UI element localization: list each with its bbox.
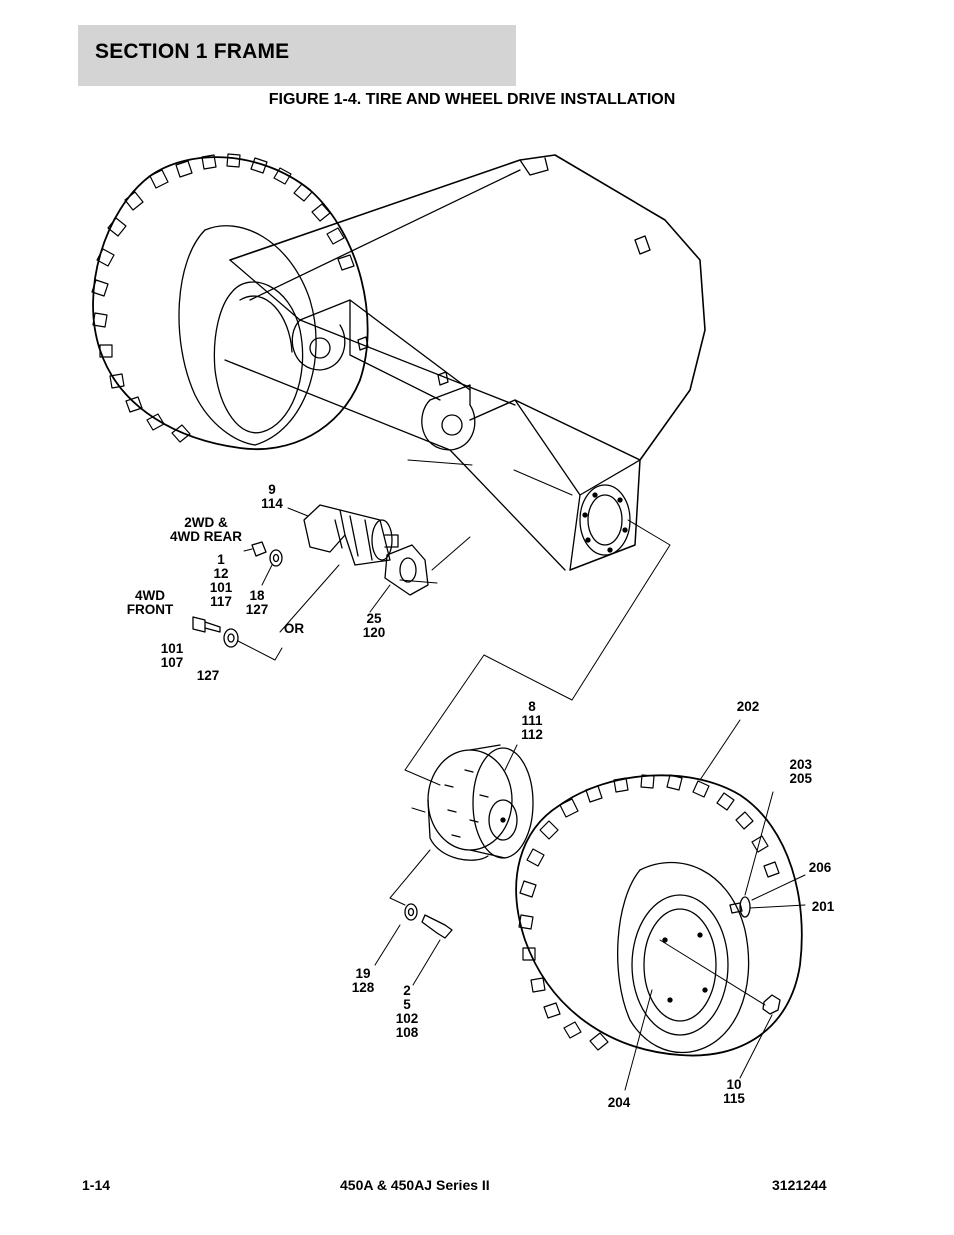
callout-2-5-102-108: 2 5 102 108 bbox=[395, 983, 419, 1040]
callout-9-114: 9 114 bbox=[261, 482, 283, 511]
figure-title-text: FIGURE 1-4. TIRE AND WHEEL DRIVE INSTALL… bbox=[268, 91, 676, 108]
lower-hardware bbox=[404, 903, 781, 1015]
callout-10-115: 10 115 bbox=[723, 1077, 745, 1106]
rear-tire bbox=[91, 153, 369, 450]
callout-19-128: 19 128 bbox=[351, 966, 375, 995]
figure-title: FIGURE 1-4. TIRE AND WHEEL DRIVE INSTALL… bbox=[0, 91, 954, 109]
drive-motor bbox=[303, 504, 429, 596]
callout-2wd-4wd-rear: 2WD & 4WD REAR bbox=[169, 515, 242, 544]
leader-lines bbox=[237, 459, 806, 1091]
callout-203-205: 203 205 bbox=[789, 757, 812, 786]
section-header-bar bbox=[78, 25, 516, 86]
page-number: 1-14 bbox=[82, 1177, 111, 1193]
callout-206: 206 bbox=[808, 860, 832, 875]
callout-8-111-112: 8 111 112 bbox=[521, 699, 543, 742]
callout-201: 201 bbox=[811, 899, 835, 914]
front-tire bbox=[515, 774, 803, 1057]
callout-1-12-101-117: 1 12 101 117 bbox=[209, 552, 233, 609]
callout-or: OR bbox=[283, 621, 305, 636]
upper-hardware bbox=[192, 541, 283, 648]
callout-101-107: 101 107 bbox=[160, 641, 184, 670]
callout-18-127: 18 127 bbox=[245, 588, 269, 617]
callout-4wd-front: 4WD FRONT bbox=[126, 588, 174, 617]
callout-204: 204 bbox=[607, 1095, 631, 1110]
callout-127: 127 bbox=[196, 668, 220, 683]
document-number: 3121244 bbox=[772, 1177, 827, 1193]
callout-202: 202 bbox=[736, 699, 760, 714]
callout-25-120: 25 120 bbox=[362, 611, 386, 640]
axle-housing bbox=[224, 154, 706, 571]
section-title: SECTION 1 FRAME bbox=[95, 40, 290, 63]
model-name: 450A & 450AJ Series II bbox=[340, 1177, 490, 1193]
torque-hub bbox=[427, 744, 534, 861]
